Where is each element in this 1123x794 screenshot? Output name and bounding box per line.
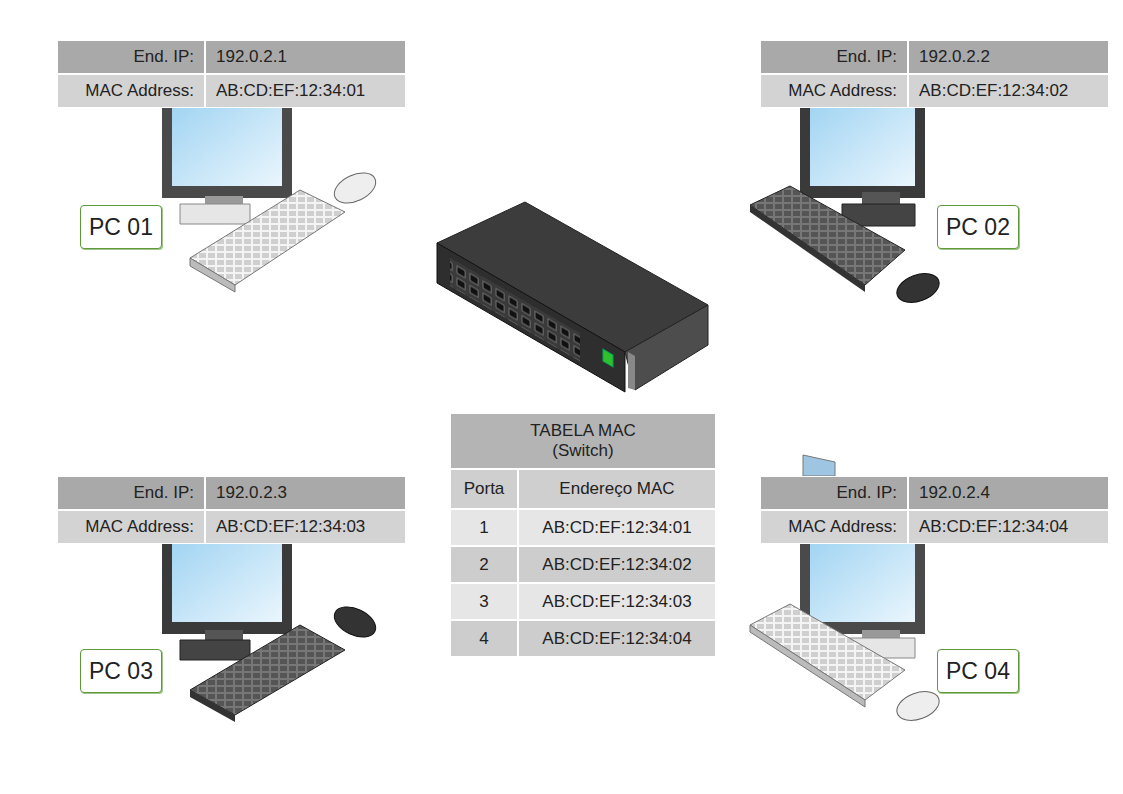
table-cell: 192.0.2.3	[205, 476, 406, 510]
pc-02-figure	[750, 100, 943, 308]
table-cell: Endereço MAC	[518, 469, 716, 509]
table-cell: MAC Address:	[57, 74, 205, 108]
table-cell: AB:CD:EF:12:34:03	[205, 510, 406, 544]
table-cell: MAC Address:	[760, 74, 908, 108]
table-cell: End. IP:	[57, 476, 205, 510]
table-cell: End. IP:	[760, 476, 908, 510]
table-cell: MAC Address:	[760, 510, 908, 544]
table-cell: TABELA MAC (Switch)	[450, 413, 716, 469]
table-cell: AB:CD:EF:12:34:04	[518, 620, 716, 657]
table-cell: 192.0.2.4	[908, 476, 1109, 510]
table-cell: End. IP:	[760, 40, 908, 74]
table-cell: MAC Address:	[57, 510, 205, 544]
table-cell: AB:CD:EF:12:34:03	[518, 583, 716, 620]
table-cell: AB:CD:EF:12:34:02	[908, 74, 1109, 108]
pc-label: PC 04	[946, 658, 1010, 685]
table-cell: AB:CD:EF:12:34:01	[205, 74, 406, 108]
table-cell: 3	[450, 583, 518, 620]
table-cell: 192.0.2.1	[205, 40, 406, 74]
pc-label-box: PC 03	[80, 649, 162, 693]
pc-label-box: PC 02	[937, 205, 1019, 249]
pc-label: PC 03	[89, 658, 153, 685]
pc-01-figure	[162, 100, 380, 292]
table-cell: AB:CD:EF:12:34:02	[518, 546, 716, 583]
table-cell: Porta	[450, 469, 518, 509]
pc-label: PC 01	[89, 214, 153, 241]
pc-03-figure	[162, 536, 380, 722]
pc-label: PC 02	[946, 214, 1010, 241]
pc-label-box: PC 01	[80, 205, 162, 249]
table-cell: 2	[450, 546, 518, 583]
table-cell: 192.0.2.2	[908, 40, 1109, 74]
table-cell: End. IP:	[57, 40, 205, 74]
table-cell: 4	[450, 620, 518, 657]
pc-label-box: PC 04	[937, 649, 1019, 693]
table-cell: AB:CD:EF:12:34:04	[908, 510, 1109, 544]
table-cell: 1	[450, 509, 518, 546]
table-cell: AB:CD:EF:12:34:01	[518, 509, 716, 546]
